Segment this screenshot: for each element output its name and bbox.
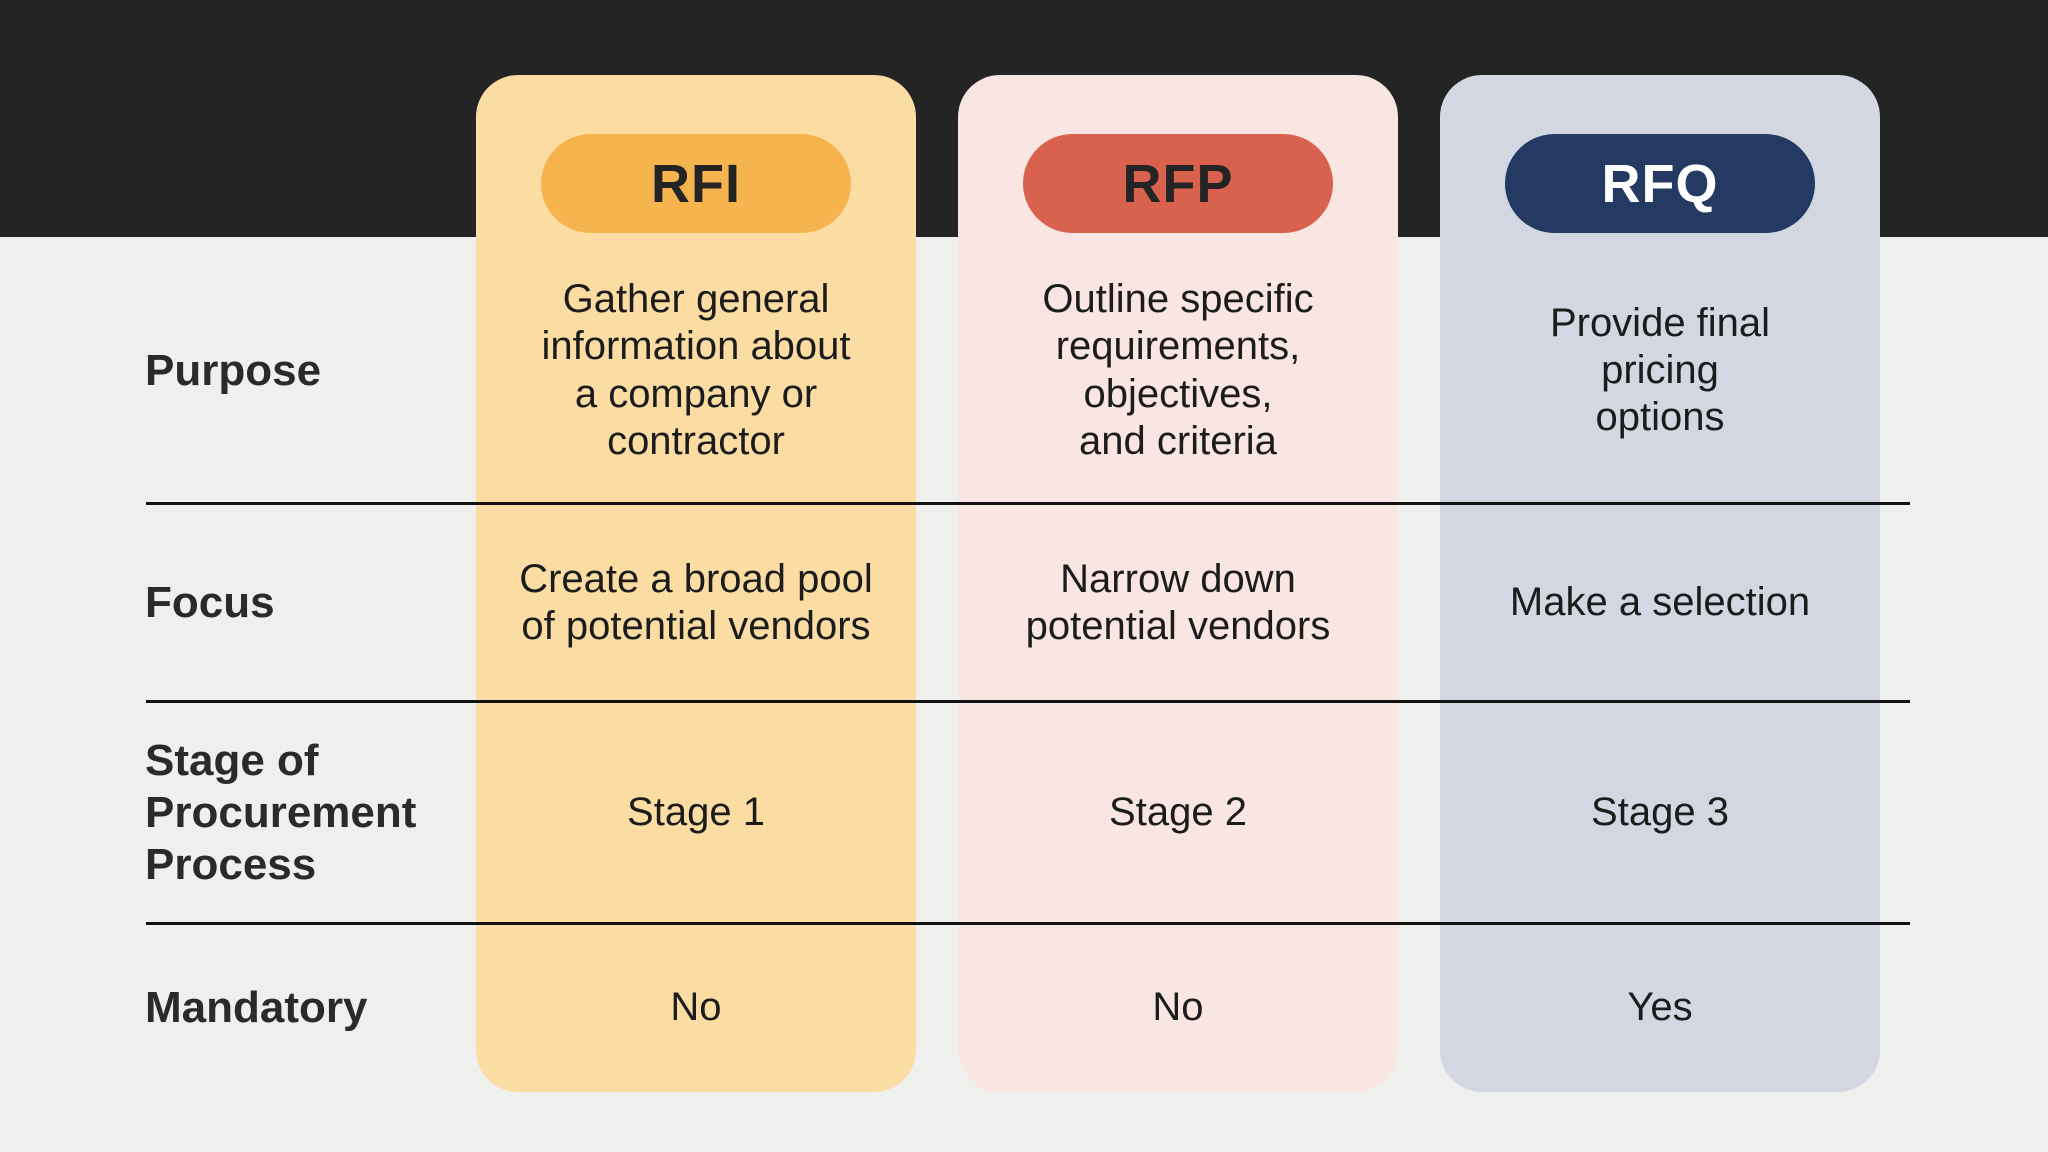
row-label-stage: Stage of Procurement Process [145,736,417,889]
rfp-focus-cell: Narrow down potential vendors [1025,556,1331,648]
rfq-purpose-cell: Provide final pricing options [1549,300,1771,440]
rfq-pill-label: RFQ [1601,153,1719,214]
rfq-column-card: RFQ Provide final pricing options Make a… [1440,75,1880,1092]
rfi-column-card: RFI Gather general information about a c… [476,75,916,1092]
rfp-mandatory-cell: No [1152,985,1204,1030]
rfi-pill-header: RFI [541,134,851,233]
row-label-mandatory: Mandatory [145,983,368,1033]
rfi-stage-cell: Stage 1 [627,790,765,835]
rfq-focus-cell: Make a selection [1509,580,1811,625]
rfp-pill-header: RFP [1023,134,1333,233]
rfi-mandatory-cell: No [670,985,722,1030]
rfi-purpose-cell: Gather general information about a compa… [541,277,851,463]
rfq-pill-header: RFQ [1505,134,1815,233]
row-label-focus: Focus [145,578,275,628]
row-divider-2 [146,700,1910,703]
row-label-purpose: Purpose [145,345,322,395]
rfi-pill-label: RFI [651,153,741,214]
rfp-stage-cell: Stage 2 [1109,790,1247,835]
rfp-pill-label: RFP [1122,153,1234,214]
rfi-focus-cell: Create a broad pool of potential vendors [519,556,873,648]
row-divider-1 [146,502,1910,505]
rfq-stage-cell: Stage 3 [1591,790,1729,835]
row-divider-3 [146,922,1910,925]
rfp-purpose-cell: Outline specific requirements, objective… [1042,277,1314,463]
rfq-mandatory-cell: Yes [1627,985,1693,1030]
rfp-column-card: RFP Outline specific requirements, objec… [958,75,1398,1092]
